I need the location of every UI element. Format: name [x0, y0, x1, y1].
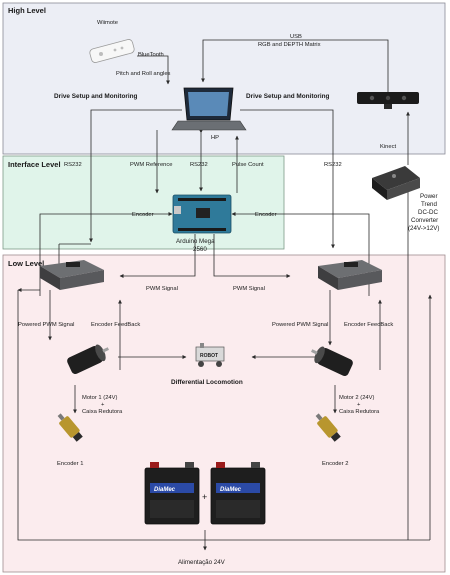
- battery-left-brand: DiaMec: [154, 487, 176, 493]
- motor1-label-line1: Motor 1 (24V): [82, 395, 118, 401]
- pulse-count-label: Pulse Count: [232, 162, 264, 168]
- battery-plus-label: +: [202, 492, 207, 502]
- motor2-label-line3: Caixa Redutora: [339, 409, 380, 415]
- differential-locomotion-label: Differential Locomotion: [171, 379, 243, 386]
- arduino-board-icon: [173, 195, 231, 233]
- interface-level-title: Interface Level: [8, 160, 61, 169]
- motor2-label-line1: Motor 2 (24V): [339, 395, 375, 401]
- robot-label: ROBOT: [200, 353, 218, 359]
- encoder-right-label: Encoder: [255, 212, 277, 218]
- high-level-background: [3, 3, 445, 154]
- encoder-feedback-left-label: Encoder FeedBack: [91, 322, 140, 328]
- interface-level-panel: Interface Level: [3, 156, 284, 249]
- bluetooth-label: BlueTooth: [138, 52, 164, 58]
- pwm-signal-right-label: PWM Signal: [233, 286, 265, 292]
- high-level-title: High Level: [8, 6, 46, 15]
- power-label-line3: DC-DC: [418, 209, 438, 216]
- arduino-label-line2: 2560: [193, 246, 207, 253]
- wiimote-label: Wiimote: [97, 20, 118, 26]
- rs232-center-label: RS232: [190, 162, 208, 168]
- battery-right-icon: DiaMec: [211, 462, 265, 524]
- low-level-title: Low Level: [8, 259, 44, 268]
- dc-dc-converter-icon: [372, 166, 420, 200]
- rgb-depth-label: RGB and DEPTH Matrix: [258, 42, 321, 48]
- powered-pwm-right-label: Powered PWM Signal: [272, 322, 328, 328]
- battery-right-brand: DiaMec: [220, 487, 242, 493]
- pitch-roll-label: Pitch and Roll angles: [116, 71, 171, 77]
- rs232-left-label: RS232: [64, 162, 82, 168]
- alimentacao-label: Alimentação 24V: [178, 559, 226, 566]
- arduino-label-line1: Arduino Mega: [176, 238, 215, 245]
- drive-setup-right-label: Drive Setup and Monitoring: [246, 93, 330, 100]
- usb-label: USB: [290, 34, 302, 40]
- encoder-left-label: Encoder: [132, 212, 154, 218]
- pwm-reference-label: PWM Reference: [130, 162, 173, 168]
- power-label-line4: Converter: [411, 217, 438, 224]
- high-level-panel: High Level: [3, 3, 445, 154]
- pwm-signal-left-label: PWM Signal: [146, 286, 178, 292]
- encoder1-label: Encoder 1: [57, 461, 83, 467]
- motor1-label-line3: Caixa Redutora: [82, 409, 123, 415]
- encoder-feedback-right-label: Encoder FeedBack: [344, 322, 393, 328]
- power-label-line2: Trend: [421, 201, 437, 208]
- battery-left-icon: DiaMec: [145, 462, 199, 524]
- powered-pwm-left-label: Powered PWM Signal: [18, 322, 74, 328]
- power-label-line1: Power: [420, 193, 438, 200]
- power-label-line5: (24V->12V): [408, 225, 439, 232]
- kinect-label: Kinect: [380, 144, 397, 150]
- hp-label: HP: [211, 135, 219, 141]
- interface-level-background: [3, 156, 284, 249]
- drive-setup-left-label: Drive Setup and Monitoring: [54, 93, 138, 100]
- encoder2-label: Encoder 2: [322, 461, 348, 467]
- rs232-right-label: RS232: [324, 162, 342, 168]
